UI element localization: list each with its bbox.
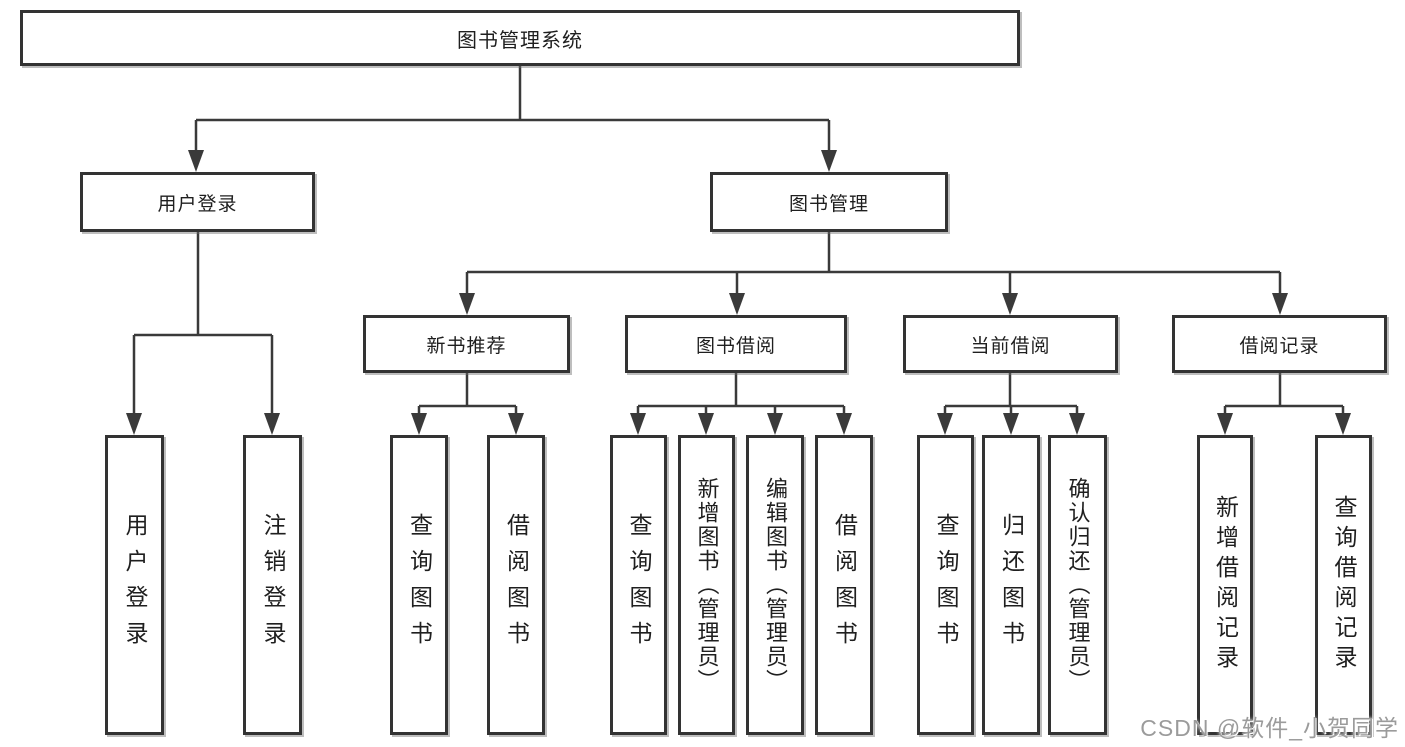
node-borrowing-records: 借阅记录 (1172, 315, 1387, 373)
leaf-label: 查询图书 (406, 513, 433, 657)
leaf-label: 新增借阅记录 (1212, 495, 1239, 675)
node-user-login: 用户登录 (80, 172, 315, 232)
node-leaf-bb-edit-books-admin: 编辑图书（管理员） (746, 435, 804, 735)
node-new-book-recommendation: 新书推荐 (363, 315, 570, 373)
leaf-label: 用户登录 (122, 513, 148, 657)
node-leaf-cb-confirm-return-admin: 确认归还（管理员） (1048, 435, 1107, 735)
node-leaf-cb-query-books: 查询图书 (917, 435, 974, 735)
node-leaf-br-add-record: 新增借阅记录 (1197, 435, 1253, 735)
node-leaf-logout: 注销登录 (243, 435, 302, 735)
leaf-label: 注销登录 (260, 513, 286, 657)
leaf-label: 归还图书 (998, 513, 1025, 657)
node-book-management: 图书管理 (710, 172, 948, 232)
node-leaf-bb-query-books: 查询图书 (610, 435, 667, 735)
node-book-borrowing: 图书借阅 (625, 315, 847, 373)
leaf-label: 新增图书（管理员） (694, 477, 720, 693)
csdn-watermark: CSDN @软件_小贺同学 (1140, 715, 1399, 741)
leaf-label: 借阅图书 (503, 513, 530, 657)
node-leaf-br-query-record: 查询借阅记录 (1315, 435, 1372, 735)
node-leaf-nbr-borrow-books: 借阅图书 (487, 435, 545, 735)
leaf-label: 确认归还（管理员） (1065, 477, 1091, 693)
leaf-label: 查询图书 (626, 513, 652, 657)
leaf-label: 查询图书 (933, 513, 959, 657)
node-leaf-cb-return-books: 归还图书 (982, 435, 1040, 735)
node-leaf-user-login: 用户登录 (105, 435, 164, 735)
node-library-management-system: 图书管理系统 (20, 10, 1020, 66)
connector-rails (132, 66, 1345, 414)
node-current-borrowing: 当前借阅 (903, 315, 1118, 373)
node-leaf-nbr-query-books: 查询图书 (390, 435, 448, 735)
arrowheads (126, 150, 1351, 435)
node-leaf-bb-borrow-books: 借阅图书 (815, 435, 873, 735)
leaf-label: 编辑图书（管理员） (763, 477, 788, 693)
leaf-label: 查询借阅记录 (1331, 495, 1357, 675)
node-leaf-bb-add-books-admin: 新增图书（管理员） (678, 435, 735, 735)
leaf-label: 借阅图书 (831, 513, 858, 657)
